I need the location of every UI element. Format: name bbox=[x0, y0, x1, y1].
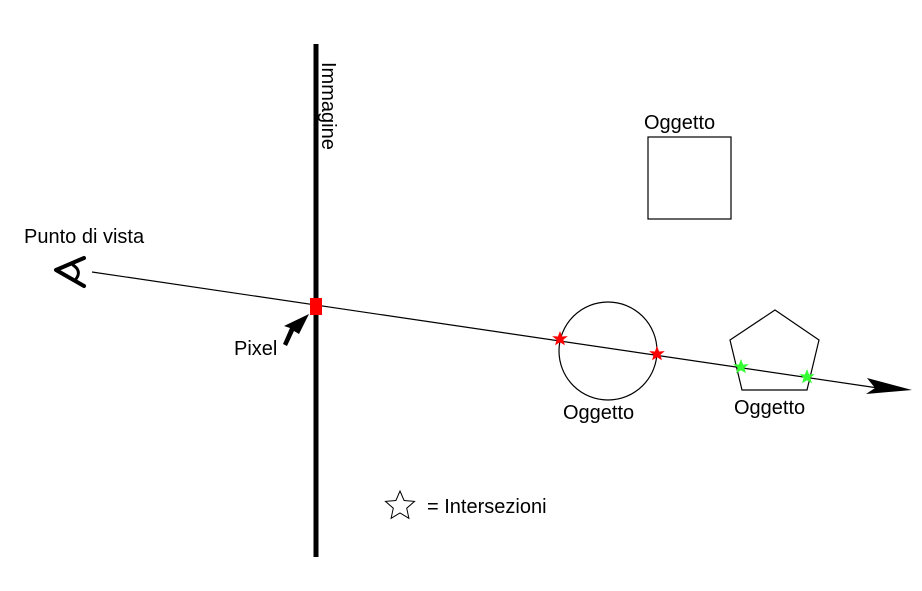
object-pentagon bbox=[729, 309, 820, 391]
image-plane-label: Immagine bbox=[317, 62, 339, 150]
viewpoint-label: Punto di vista bbox=[24, 226, 145, 248]
ray-line bbox=[91, 271, 879, 389]
object-square-label: Oggetto bbox=[644, 112, 715, 134]
ray-arrowhead-icon bbox=[866, 378, 912, 394]
arrow-pointer-icon bbox=[283, 314, 309, 346]
legend-star-icon bbox=[384, 489, 416, 520]
object-pentagon-label: Oggetto bbox=[734, 397, 805, 419]
intersection-star-icon bbox=[799, 369, 815, 384]
intersection-star-icon bbox=[649, 346, 665, 361]
object-square bbox=[647, 136, 732, 220]
eye-icon bbox=[54, 256, 86, 288]
intersection-star-icon bbox=[552, 331, 568, 346]
legend-label: = Intersezioni bbox=[427, 496, 547, 518]
intersection-star-icon bbox=[733, 359, 749, 374]
object-circle-label: Oggetto bbox=[563, 402, 634, 424]
pixel-marker bbox=[310, 298, 322, 315]
object-circle bbox=[558, 301, 658, 401]
pixel-label: Pixel bbox=[234, 338, 277, 360]
